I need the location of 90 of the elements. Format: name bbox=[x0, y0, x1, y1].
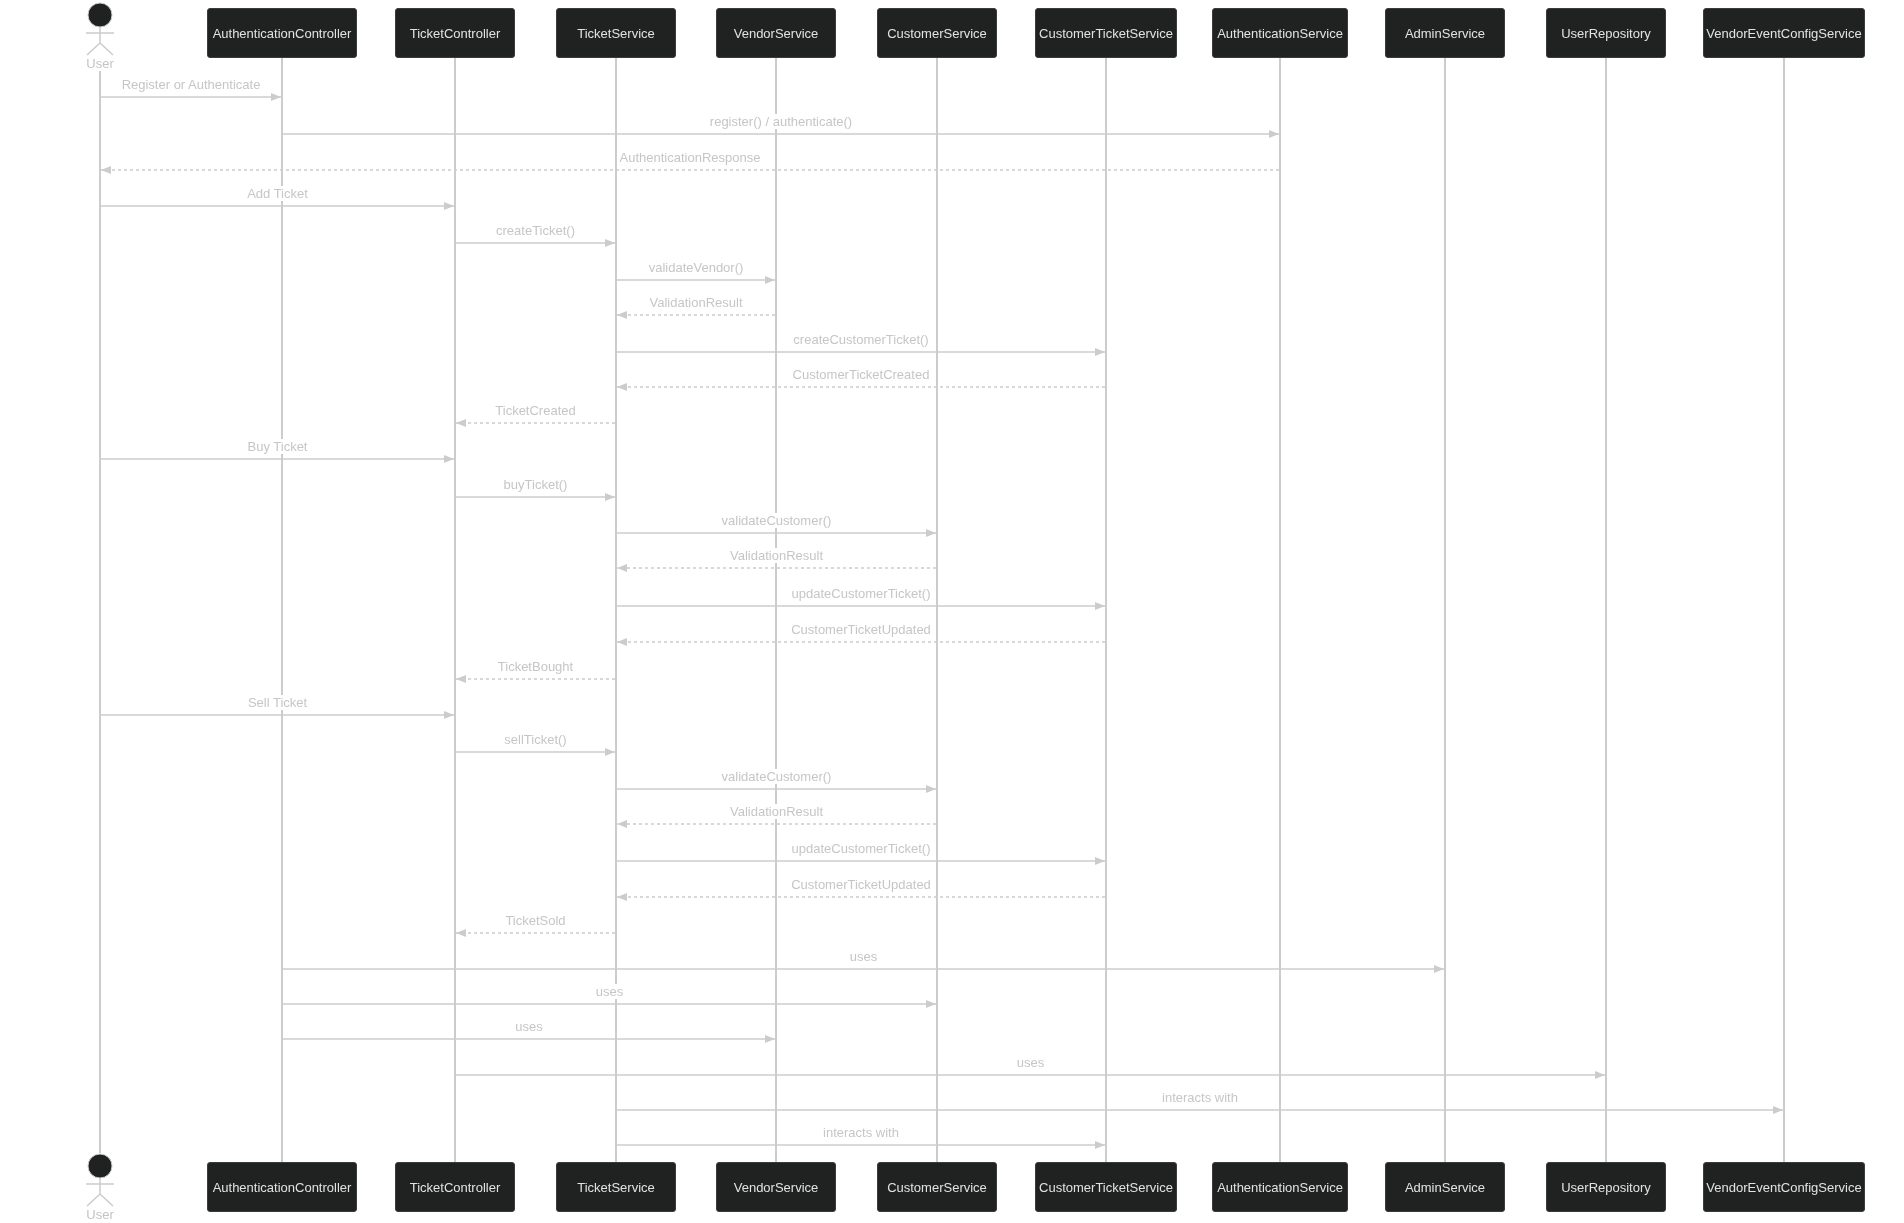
participant-box: VendorService bbox=[716, 1162, 836, 1212]
message-label: TicketSold bbox=[503, 913, 568, 928]
message-label: CustomerTicketUpdated bbox=[789, 877, 933, 892]
return-message-arrow bbox=[455, 929, 616, 937]
message-arrow bbox=[100, 455, 455, 463]
lifeline bbox=[1783, 58, 1785, 1162]
participant-box: AuthenticationService bbox=[1212, 8, 1348, 58]
message-arrow bbox=[616, 529, 937, 537]
message-label: Sell Ticket bbox=[245, 695, 310, 710]
message-label: updateCustomerTicket() bbox=[789, 586, 933, 601]
return-message-arrow bbox=[455, 419, 616, 427]
message-arrow bbox=[455, 493, 616, 501]
message-label: Add Ticket bbox=[245, 186, 310, 201]
return-message-arrow bbox=[455, 675, 616, 683]
participant-box: VendorEventConfigService bbox=[1703, 1162, 1865, 1212]
message-label: TicketCreated bbox=[493, 403, 578, 418]
participant-box: CustomerTicketService bbox=[1035, 1162, 1177, 1212]
lifeline bbox=[936, 58, 938, 1162]
participant-box: AuthenticationService bbox=[1212, 1162, 1348, 1212]
lifeline bbox=[99, 71, 101, 1153]
message-label: Buy Ticket bbox=[245, 439, 310, 454]
message-arrow bbox=[616, 276, 776, 284]
participant-box: AuthenticationController bbox=[207, 8, 357, 58]
participant-box: CustomerTicketService bbox=[1035, 8, 1177, 58]
message-arrow bbox=[282, 130, 1280, 138]
lifeline bbox=[775, 58, 777, 1162]
lifeline bbox=[1105, 58, 1107, 1162]
message-arrow bbox=[100, 202, 455, 210]
message-arrow bbox=[282, 965, 1445, 973]
message-arrow bbox=[455, 1071, 1606, 1079]
message-label: register() / authenticate() bbox=[707, 114, 855, 129]
return-message-arrow bbox=[616, 638, 1106, 646]
participant-box: VendorEventConfigService bbox=[1703, 8, 1865, 58]
return-message-arrow bbox=[616, 564, 937, 572]
message-label: buyTicket() bbox=[501, 477, 570, 492]
participant-box: TicketController bbox=[395, 8, 515, 58]
message-label: validateCustomer() bbox=[719, 769, 834, 784]
participant-box: TicketService bbox=[556, 8, 676, 58]
return-message-arrow bbox=[616, 311, 776, 319]
message-label: interacts with bbox=[1160, 1090, 1240, 1105]
message-arrow bbox=[455, 748, 616, 756]
message-arrow bbox=[100, 711, 455, 719]
return-message-arrow bbox=[616, 820, 937, 828]
message-arrow bbox=[455, 239, 616, 247]
lifeline bbox=[281, 58, 283, 1162]
participant-box: TicketController bbox=[395, 1162, 515, 1212]
message-arrow bbox=[282, 1000, 937, 1008]
participant-box: UserRepository bbox=[1546, 8, 1666, 58]
message-arrow bbox=[616, 602, 1106, 610]
message-label: validateVendor() bbox=[646, 260, 746, 275]
message-label: ValidationResult bbox=[728, 804, 825, 819]
actor-label: User bbox=[86, 1207, 114, 1222]
message-arrow bbox=[616, 1141, 1106, 1149]
lifeline bbox=[615, 58, 617, 1162]
participant-box: AuthenticationController bbox=[207, 1162, 357, 1212]
message-label: interacts with bbox=[821, 1125, 901, 1140]
return-message-arrow bbox=[616, 383, 1106, 391]
message-arrow bbox=[282, 1035, 776, 1043]
actor-label: User bbox=[86, 56, 114, 71]
message-label: AuthenticationResponse bbox=[617, 150, 763, 165]
message-arrow bbox=[616, 857, 1106, 865]
message-label: createCustomerTicket() bbox=[791, 332, 931, 347]
participant-box: CustomerService bbox=[877, 8, 997, 58]
message-arrow bbox=[616, 785, 937, 793]
message-label: TicketBought bbox=[495, 659, 576, 674]
message-label: CustomerTicketUpdated bbox=[789, 622, 933, 637]
lifeline bbox=[454, 58, 456, 1162]
message-arrow bbox=[616, 1106, 1784, 1114]
participant-box: TicketService bbox=[556, 1162, 676, 1212]
lifeline bbox=[1605, 58, 1607, 1162]
return-message-arrow bbox=[616, 893, 1106, 901]
return-message-arrow bbox=[100, 166, 1280, 174]
message-label: updateCustomerTicket() bbox=[789, 841, 933, 856]
message-label: CustomerTicketCreated bbox=[790, 367, 932, 382]
participant-box: CustomerService bbox=[877, 1162, 997, 1212]
message-label: Register or Authenticate bbox=[119, 77, 263, 92]
participant-box: UserRepository bbox=[1546, 1162, 1666, 1212]
message-label: ValidationResult bbox=[728, 548, 825, 563]
lifeline bbox=[1444, 58, 1446, 1162]
message-label: createTicket() bbox=[494, 223, 577, 238]
message-label: ValidationResult bbox=[647, 295, 745, 310]
message-arrow bbox=[100, 93, 282, 101]
message-arrow bbox=[616, 348, 1106, 356]
message-label: validateCustomer() bbox=[719, 513, 834, 528]
message-label: sellTicket() bbox=[502, 732, 569, 747]
participant-box: AdminService bbox=[1385, 8, 1505, 58]
participant-box: AdminService bbox=[1385, 1162, 1505, 1212]
lifeline bbox=[1279, 58, 1281, 1162]
message-label: uses bbox=[593, 984, 626, 999]
participant-box: VendorService bbox=[716, 8, 836, 58]
